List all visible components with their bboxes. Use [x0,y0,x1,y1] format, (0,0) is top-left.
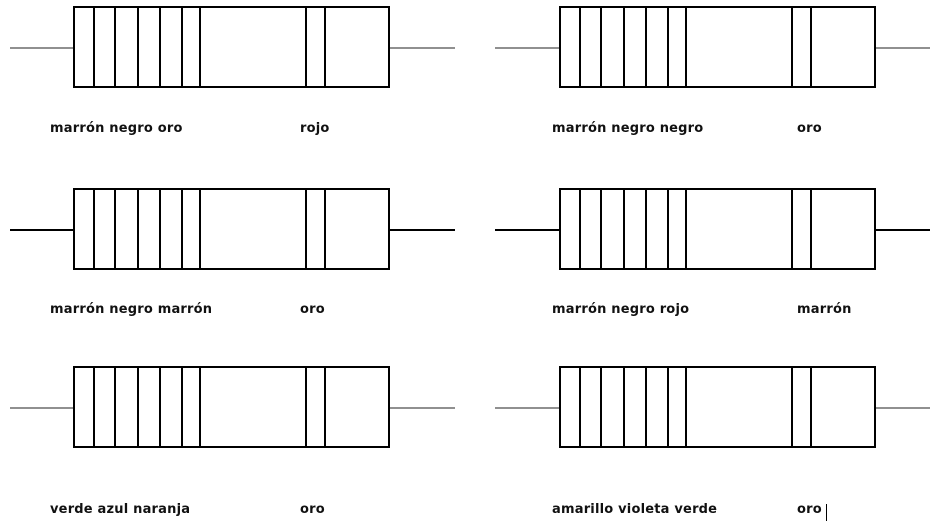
resistor-lead-right [876,407,930,409]
color-band-line [114,8,116,86]
color-band-line [810,8,812,86]
resistor-lead-right [390,407,455,409]
resistor-lead-left [495,407,559,409]
resistor-body [73,366,390,448]
color-band-line [623,8,625,86]
color-band-line [810,368,812,446]
color-band-line [667,8,669,86]
color-band-line [685,368,687,446]
color-band-line [93,368,95,446]
color-band-line [181,190,183,268]
digits-bands-label: marrón negro oro [50,121,183,136]
color-band-line [159,368,161,446]
color-band-line [600,190,602,268]
color-band-line [159,190,161,268]
resistor-lead-left [10,47,73,49]
resistor-body [559,366,876,448]
digits-bands-label: marrón negro negro [552,121,704,136]
color-band-line [114,368,116,446]
resistor-lead-right [876,47,930,49]
color-band-line [159,8,161,86]
color-band-line [623,368,625,446]
color-band-line [137,368,139,446]
color-band-line [199,8,201,86]
color-band-line [579,368,581,446]
color-band-line [623,190,625,268]
color-band-line [137,8,139,86]
color-band-line [199,190,201,268]
resistor-lead-left [10,229,73,231]
digits-bands-label: amarillo violeta verde [552,502,718,517]
tolerance-band-label: oro [300,502,325,517]
color-band-line [600,368,602,446]
resistor-lead-right [876,229,930,231]
color-band-line [93,8,95,86]
tolerance-band-label: oro [797,502,822,517]
color-band-line [305,8,307,86]
resistor-lead-left [10,407,73,409]
tolerance-band-label: oro [797,121,822,136]
color-band-line [645,368,647,446]
resistor-lead-left [495,229,559,231]
color-band-line [685,190,687,268]
color-band-line [791,190,793,268]
digits-bands-label: marrón negro rojo [552,302,690,317]
color-band-line [324,190,326,268]
color-band-line [114,190,116,268]
color-band-line [579,190,581,268]
color-band-line [579,8,581,86]
resistor-body [559,188,876,270]
color-band-line [137,190,139,268]
color-band-line [667,190,669,268]
color-band-line [199,368,201,446]
color-band-line [645,8,647,86]
color-band-line [685,8,687,86]
color-band-line [181,8,183,86]
color-band-line [791,8,793,86]
resistor-body [73,188,390,270]
color-band-line [810,190,812,268]
digits-bands-label: marrón negro marrón [50,302,213,317]
color-band-line [324,368,326,446]
resistor-lead-right [390,47,455,49]
digits-bands-label: verde azul naranja [50,502,191,517]
color-band-line [93,190,95,268]
color-band-line [305,190,307,268]
color-band-line [305,368,307,446]
tolerance-band-label: rojo [300,121,330,136]
text-cursor [826,504,827,521]
color-band-line [324,8,326,86]
tolerance-band-label: oro [300,302,325,317]
color-band-line [181,368,183,446]
color-band-line [791,368,793,446]
resistor-lead-left [495,47,559,49]
resistor-lead-right [390,229,455,231]
resistor-body [73,6,390,88]
color-band-line [645,190,647,268]
resistor-body [559,6,876,88]
color-band-line [600,8,602,86]
color-band-line [667,368,669,446]
tolerance-band-label: marrón [797,302,852,317]
